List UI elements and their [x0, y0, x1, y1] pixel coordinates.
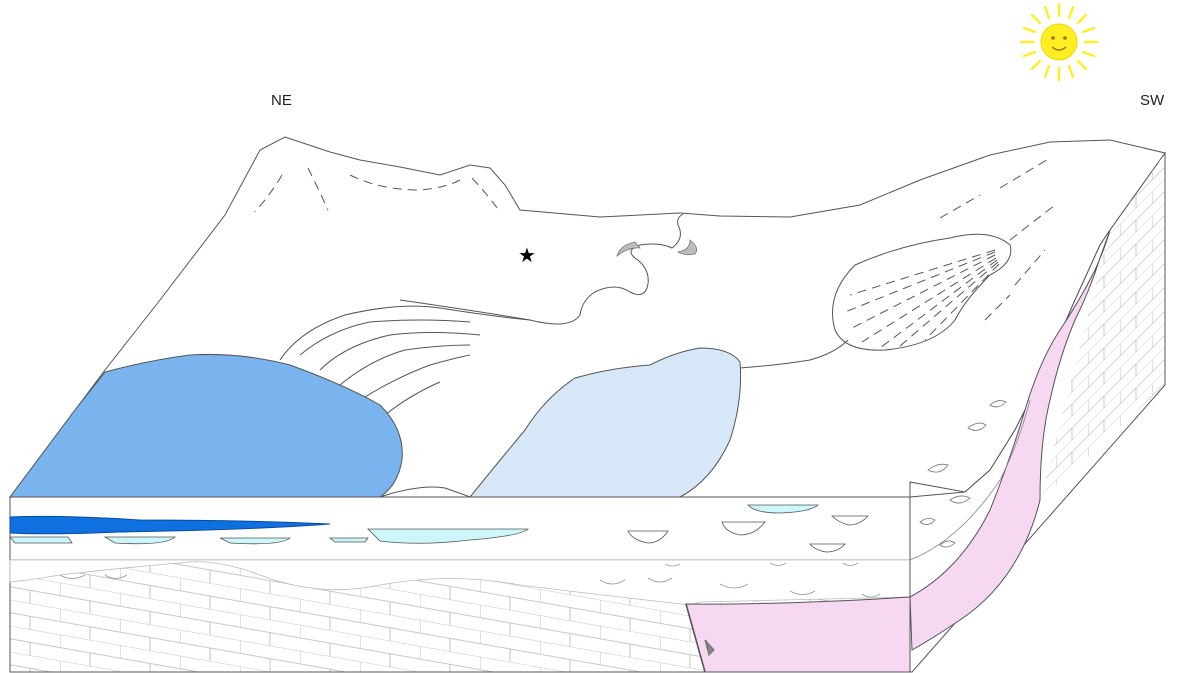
sun-icon — [1021, 4, 1097, 80]
pink-basin-front — [686, 597, 910, 672]
direction-label-ne: NE — [271, 92, 292, 109]
direction-label-sw: SW — [1140, 92, 1164, 109]
star-icon: ★ — [518, 243, 536, 267]
